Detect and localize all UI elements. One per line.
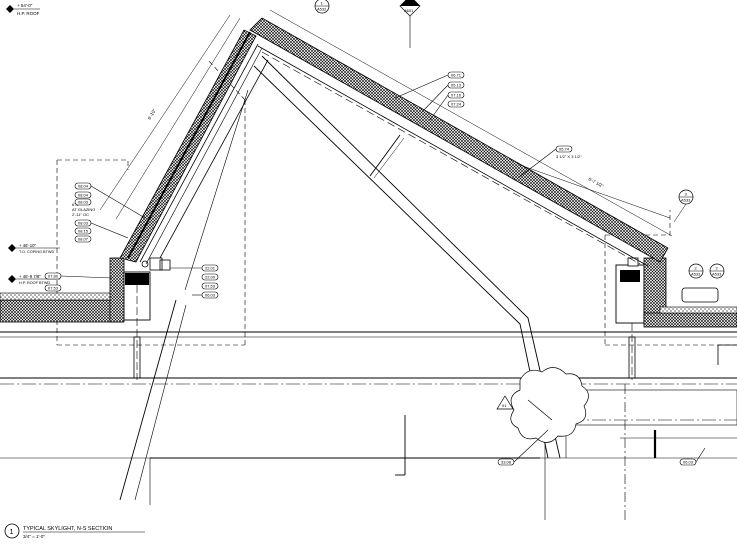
tag-right-note-value: 05.74 (559, 147, 570, 152)
tags-top-notes: 06.71 05.13 07.16 07.24 (394, 71, 465, 121)
direction-marker: A601 (399, 0, 421, 48)
section-mark-1: 1 A532 (314, 0, 330, 14)
roof-low-elevation: + 46'-9 7/8" (19, 274, 41, 279)
title-number: 1 (10, 529, 14, 536)
tag-bottom-left-value: 33.08 (501, 460, 512, 465)
tag-top-2: 05.13 (451, 83, 462, 88)
right-note-size: 3 1/2" X 3 1/2" (556, 154, 582, 159)
coping-desc: T.O. COPING BTWD (19, 250, 54, 254)
left-note-3: 2'-11" OC (72, 212, 89, 217)
tag-bottom-left: 33.08 (497, 429, 549, 466)
section-mark-4-sheet: A533 (712, 272, 722, 277)
level-roof-top: + 54'-0" H.P. ROOF (6, 3, 40, 16)
roof-low-desc: H.P. ROOF BTWD (19, 281, 50, 285)
section-mark-1-sheet: A532 (317, 7, 327, 12)
revision-number: 01 (502, 403, 507, 408)
tag-top-1: 06.71 (451, 73, 462, 78)
section-mark-4-num: 2 (716, 266, 719, 271)
revision-delta: 01 (496, 395, 514, 410)
tag-left-upper-1: 08.04 (78, 184, 89, 189)
title-name: TYPICAL SKYLIGHT, N-S SECTION (23, 526, 112, 532)
tags-left-mid: 08.03 08.15 08.07 (74, 219, 129, 243)
tags-left-upper: 08.04 08.04 08.03 (74, 182, 146, 219)
tag-left-mid-2: 08.15 (78, 229, 89, 234)
detail-boundaries (56, 59, 737, 346)
tag-left-upper-3: 08.03 (78, 200, 89, 205)
left-roof-assembly (0, 257, 171, 380)
tag-top-4: 07.24 (451, 102, 462, 107)
section-mark-3: 2 A533 (688, 263, 704, 279)
tag-top-3: 07.16 (451, 93, 462, 98)
left-skylight-glazing (99, 14, 269, 265)
right-slope-dimension: 6'-7 1/2" (588, 176, 605, 188)
tag-bottom-right-value: 06.03 (683, 460, 694, 465)
level-coping: + 46'-10" T.O. COPING BTWD (8, 243, 60, 254)
tag-right-coping-2: 22.00 (205, 275, 216, 280)
left-note-2: AT GLAZING (72, 207, 95, 212)
tag-right-coping-3: 07.53 (205, 284, 216, 289)
roof-top-desc: H.P. ROOF (17, 11, 40, 16)
tag-right-coping-4: 06.03 (205, 293, 216, 298)
roof-top-elevation: + 54'-0" (17, 3, 33, 8)
tag-right-coping-1: 22.01 (205, 266, 216, 271)
tag-right-note: 05.74 3 1/2" X 3 1/2" (517, 145, 582, 179)
right-roof-assembly (615, 257, 737, 380)
title-scale: 3/4" = 1'-0" (23, 534, 45, 539)
section-mark-3-num: 2 (695, 266, 698, 271)
floor-structure (0, 331, 737, 459)
direction-marker-label: A601 (404, 8, 414, 13)
tag-left-low-1: 07.80 (48, 274, 59, 279)
tags-right-coping: 22.01 22.00 07.53 06.03 (170, 264, 219, 299)
revision-cloud (510, 367, 589, 443)
tags-left-low: 07.80 07.53 (44, 272, 113, 292)
section-mark-2: 3 A533 (673, 189, 694, 223)
section-mark-4: 2 A533 (709, 263, 725, 279)
tag-left-low-2: 07.53 (48, 286, 59, 291)
section-mark-1-num: 1 (321, 1, 324, 6)
dimension-left-slope: 6'-10" (115, 17, 241, 220)
section-mark-2-num: 3 (685, 192, 688, 197)
tag-bottom-right: 06.03 (679, 447, 706, 466)
section-mark-2-sheet: A533 (681, 198, 691, 203)
tag-left-upper-2: 08.04 (78, 193, 89, 198)
tag-left-mid-3: 08.07 (78, 237, 89, 242)
tag-left-mid-1: 08.03 (78, 221, 89, 226)
coping-elevation: + 46'-10" (19, 243, 37, 248)
drawing-title: 1 TYPICAL SKYLIGHT, N-S SECTION 3/4" = 1… (4, 523, 145, 539)
left-slope-dimension: 6'-10" (147, 108, 158, 121)
right-skylight-glazing (249, 9, 673, 267)
section-mark-3-sheet: A533 (691, 272, 701, 277)
